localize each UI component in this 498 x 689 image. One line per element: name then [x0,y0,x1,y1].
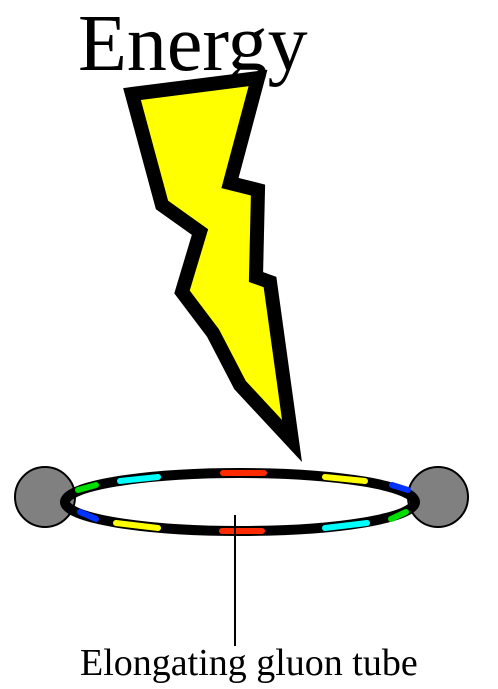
lightning-bolt [132,78,292,441]
tube-segment-yellow-top [325,477,365,481]
tube-segment-cyan-top [120,477,158,481]
